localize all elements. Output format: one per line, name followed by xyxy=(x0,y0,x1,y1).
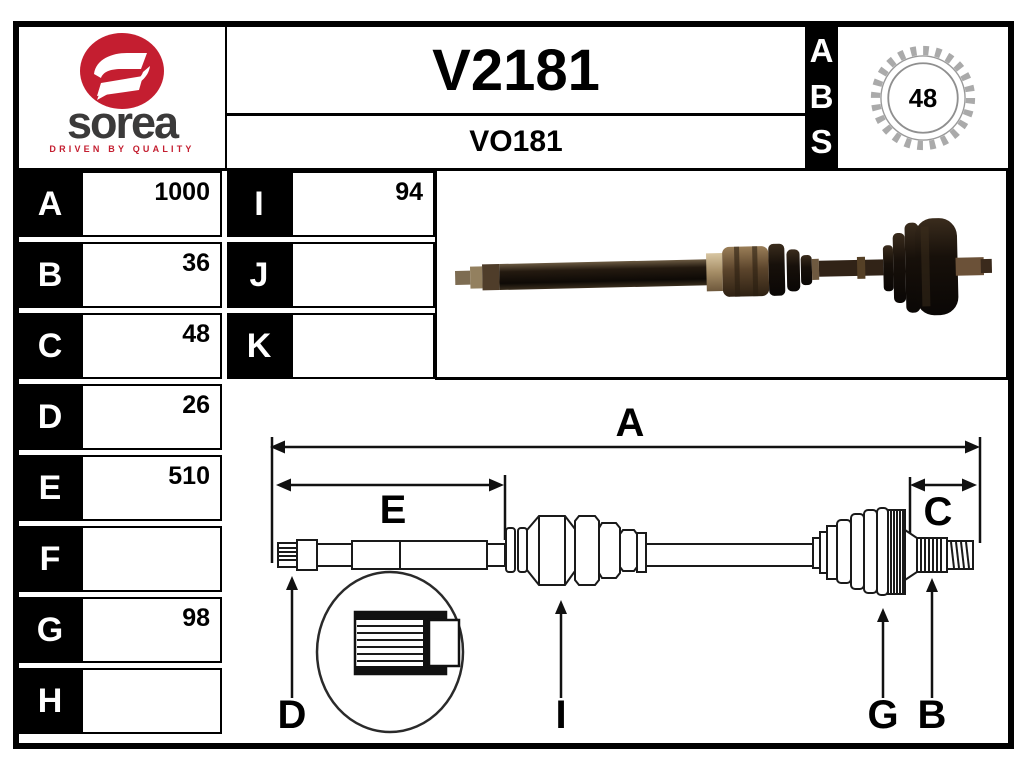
table-row: G 98 xyxy=(19,597,222,663)
abs-tooth-count: 48 xyxy=(909,85,937,113)
callout-label-g: G xyxy=(867,693,898,737)
row-label: E xyxy=(19,455,81,521)
spline-detail-inset xyxy=(315,570,465,734)
product-photo-cell xyxy=(435,171,1008,380)
table-row: H xyxy=(19,668,222,734)
row-label: C xyxy=(19,313,81,379)
table-row: K xyxy=(227,313,435,379)
row-value: 510 xyxy=(81,455,222,521)
row-value: 26 xyxy=(81,384,222,450)
row-value: 36 xyxy=(81,242,222,308)
row-label: F xyxy=(19,526,81,592)
reference-number: VO181 xyxy=(469,125,563,158)
dimension-diagram: A E C xyxy=(270,401,982,737)
table-row: I 94 xyxy=(227,171,435,237)
abs-strip: A B S xyxy=(805,27,838,168)
table-row: D 26 xyxy=(19,384,222,450)
body: A 1000 B 36 C 48 D 26 E 510 xyxy=(19,171,1008,743)
dim-label-e: E xyxy=(380,488,407,532)
row-label: D xyxy=(19,384,81,450)
mid-area: I 94 J K xyxy=(227,171,1008,743)
row-value xyxy=(291,313,435,379)
brand-name: sorea xyxy=(66,97,179,148)
driveshaft-drawing xyxy=(277,507,974,596)
title-cell: V2181 VO181 xyxy=(227,27,805,168)
abs-letter: B xyxy=(809,77,834,115)
row-label: K xyxy=(227,313,291,379)
abs-tooth-ring-icon: 48 xyxy=(870,45,976,150)
row-value: 94 xyxy=(291,171,435,237)
callout-label-i: I xyxy=(555,693,566,737)
abs-letter: A xyxy=(809,32,834,69)
row-label: G xyxy=(19,597,81,663)
table-row: E 510 xyxy=(19,455,222,521)
spec-table-mid: I 94 J K xyxy=(227,171,435,384)
table-row: C 48 xyxy=(19,313,222,379)
table-row: J xyxy=(227,242,435,308)
dim-label-c: C xyxy=(924,490,953,534)
header: sorea DRIVEN BY QUALITY V2181 VO181 A B … xyxy=(19,27,1008,171)
row-value: 98 xyxy=(81,597,222,663)
row-value xyxy=(291,242,435,308)
row-label: I xyxy=(227,171,291,237)
brand-logo-cell: sorea DRIVEN BY QUALITY xyxy=(19,27,227,168)
table-row: B 36 xyxy=(19,242,222,308)
table-row: F xyxy=(19,526,222,592)
abs-letter: S xyxy=(810,123,833,160)
brand-tagline: DRIVEN BY QUALITY xyxy=(49,144,195,154)
row-value xyxy=(81,526,222,592)
sorea-logo-icon xyxy=(80,33,164,109)
row-value: 1000 xyxy=(81,171,222,237)
driveshaft-photo xyxy=(455,218,993,316)
row-label: H xyxy=(19,668,81,734)
row-value: 48 xyxy=(81,313,222,379)
spec-table-left: A 1000 B 36 C 48 D 26 E 510 xyxy=(19,171,222,739)
row-label: B xyxy=(19,242,81,308)
table-row: A 1000 xyxy=(19,171,222,237)
part-number: V2181 xyxy=(227,27,805,116)
row-value xyxy=(81,668,222,734)
abs-ring-cell: 48 xyxy=(838,27,1008,168)
page-frame: sorea DRIVEN BY QUALITY V2181 VO181 A B … xyxy=(13,21,1014,749)
callout-label-d: D xyxy=(278,693,307,737)
row-label: A xyxy=(19,171,81,237)
row-label: J xyxy=(227,242,291,308)
callout-label-b: B xyxy=(918,693,947,737)
dim-label-a: A xyxy=(616,401,645,445)
